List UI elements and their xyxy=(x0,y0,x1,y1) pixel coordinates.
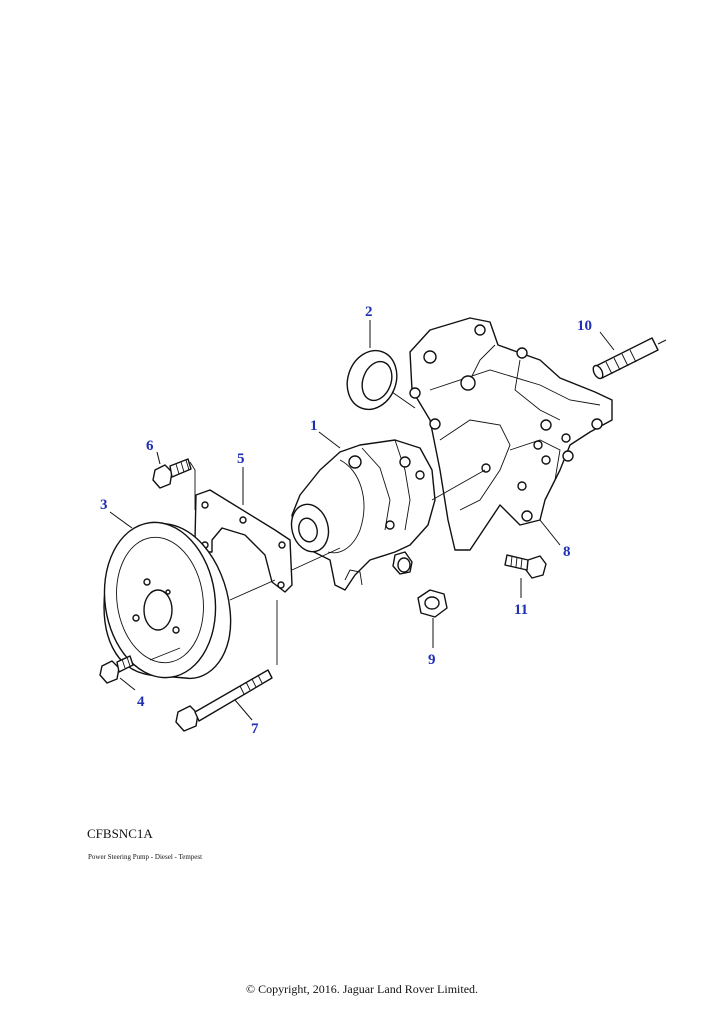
gasket-plate-part[interactable] xyxy=(194,489,293,593)
copyright-notice: © Copyright, 2016. Jaguar Land Rover Lim… xyxy=(245,982,479,996)
callout-3: 3 xyxy=(100,497,108,513)
callout-11: 11 xyxy=(514,602,528,618)
diagram-reference-code: CFBSNC1A xyxy=(87,826,153,841)
bolt-part-11[interactable] xyxy=(504,554,547,579)
mounting-bracket-part[interactable] xyxy=(409,317,613,551)
stud-part[interactable] xyxy=(591,337,667,380)
callout-2: 2 xyxy=(365,304,373,320)
diagram-caption: Power Steering Pump - Diesel - Tempest xyxy=(88,853,203,861)
callout-7: 7 xyxy=(251,721,259,737)
nut-part[interactable] xyxy=(417,589,448,618)
callout-10: 10 xyxy=(577,318,592,334)
power-steering-pump-part[interactable] xyxy=(286,439,436,591)
callout-9: 9 xyxy=(428,652,436,668)
callout-5: 5 xyxy=(237,451,245,467)
seal-part[interactable] xyxy=(339,344,416,417)
callout-8: 8 xyxy=(563,544,571,560)
callout-labels: 1 2 3 4 5 6 7 8 9 10 11 xyxy=(100,304,592,737)
bolt-part-6[interactable] xyxy=(152,458,192,489)
long-bolt-part[interactable] xyxy=(175,669,273,732)
callout-4: 4 xyxy=(137,694,145,710)
leader-lines xyxy=(109,320,615,721)
bolt-part-4[interactable] xyxy=(99,655,134,684)
pulley-part[interactable] xyxy=(95,515,232,685)
callout-1: 1 xyxy=(310,418,318,434)
callout-6: 6 xyxy=(146,438,154,454)
